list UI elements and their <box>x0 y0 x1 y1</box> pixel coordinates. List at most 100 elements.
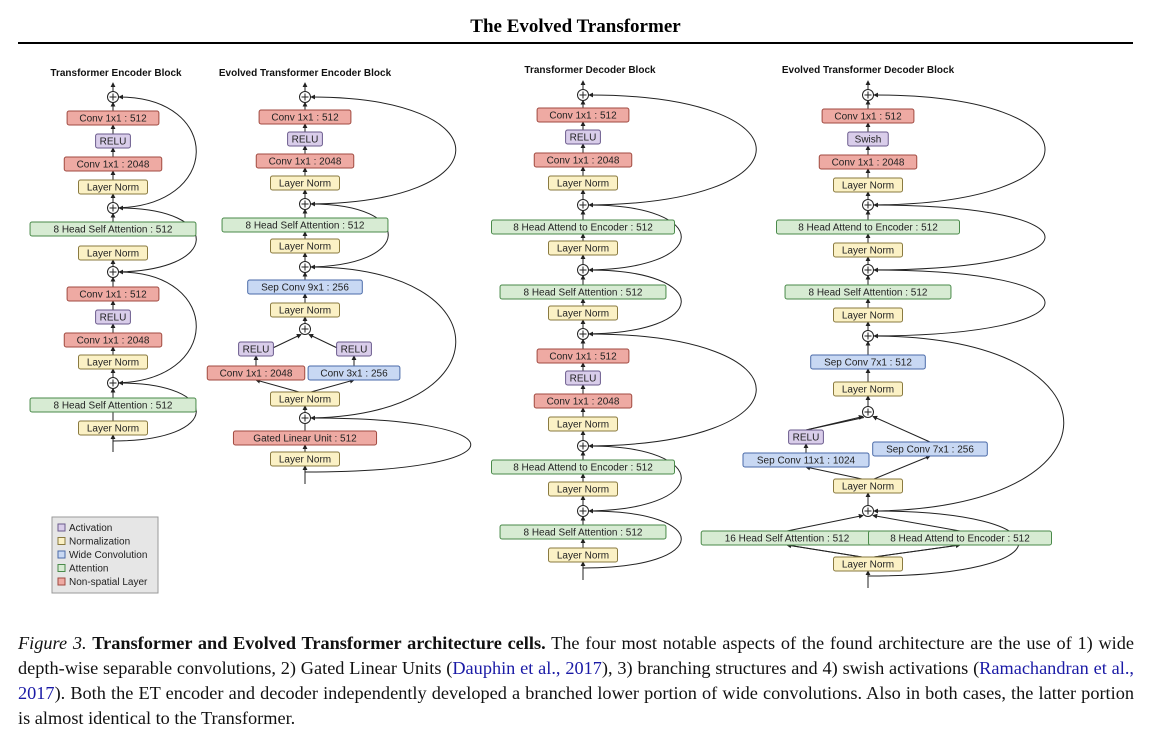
legend-item-activation: Activation <box>57 523 112 534</box>
node-label: Layer Norm <box>842 482 894 493</box>
add-junction-icon <box>862 199 874 211</box>
add-junction-icon <box>862 264 874 276</box>
node-1-3: Layer Norm <box>270 175 340 191</box>
legend-box <box>51 516 159 594</box>
node-label: Swish <box>855 135 882 146</box>
node-2-11: Layer Norm <box>548 416 618 432</box>
node-2-14: 8 Head Self Attention : 512 <box>499 524 667 540</box>
node-1-13: Gated Linear Unit : 512 <box>232 430 378 446</box>
legend-item-normalization: Normalization <box>57 537 130 548</box>
node-2-6: 8 Head Self Attention : 512 <box>499 284 667 300</box>
node-label: Layer Norm <box>557 551 609 562</box>
node-label: Layer Norm <box>279 242 331 253</box>
node-label: Layer Norm <box>557 179 609 190</box>
node-3-4: 8 Head Attend to Encoder : 512 <box>776 219 960 235</box>
node-label: Layer Norm <box>87 183 139 194</box>
node-2-12: 8 Head Attend to Encoder : 512 <box>491 459 675 475</box>
node-label: 8 Head Self Attention : 512 <box>246 221 365 232</box>
node-0-8: Conv 1x1 : 2048 <box>63 332 163 348</box>
node-label: Conv 3x1 : 256 <box>320 369 388 380</box>
block-title: Evolved Transformer Encoder Block <box>219 68 392 79</box>
legend-label: Attention <box>69 564 108 575</box>
node-label: Conv 1x1 : 2048 <box>77 336 150 347</box>
add-junction-icon <box>577 505 589 517</box>
legend-item-attention: Attention <box>57 564 108 575</box>
node-label: 8 Head Attend to Encoder : 512 <box>513 463 653 474</box>
legend-swatch <box>57 577 66 586</box>
node-2-3: Layer Norm <box>548 175 618 191</box>
node-label: Layer Norm <box>557 420 609 431</box>
node-label: 8 Head Self Attention : 512 <box>54 225 173 236</box>
node-1-9: RELU <box>336 341 372 357</box>
node-label: Sep Conv 11x1 : 1024 <box>757 456 856 467</box>
legend-swatch <box>57 523 66 532</box>
add-junction-icon <box>862 330 874 342</box>
node-1-6: Sep Conv 9x1 : 256 <box>247 279 363 295</box>
legend-item-wide_convolution: Wide Convolution <box>57 550 147 561</box>
node-1-4: 8 Head Self Attention : 512 <box>221 217 389 233</box>
node-label: RELU <box>243 345 270 356</box>
add-junction-icon <box>299 91 311 103</box>
node-0-5: Layer Norm <box>78 245 148 261</box>
node-label: Conv 1x1 : 512 <box>271 113 339 124</box>
node-3-7: Layer Norm <box>833 307 903 323</box>
node-3-9: Layer Norm <box>833 381 903 397</box>
node-label: Layer Norm <box>557 244 609 255</box>
add-junction-icon <box>299 261 311 273</box>
caption-text-1: The four most notable aspects of the fou… <box>18 633 1135 678</box>
node-label: RELU <box>100 137 127 148</box>
figure-caption: Figure 3. Transformer and Evolved Transf… <box>18 631 1134 731</box>
caption-title: Transformer and Evolved Transformer arch… <box>92 633 546 653</box>
add-junction-icon <box>862 505 874 517</box>
node-label: Layer Norm <box>557 485 609 496</box>
node-label: Conv 1x1 : 512 <box>834 112 902 123</box>
node-label: Conv 1x1 : 2048 <box>547 156 620 167</box>
node-2-15: Layer Norm <box>548 547 618 563</box>
node-2-4: 8 Head Attend to Encoder : 512 <box>491 219 675 235</box>
add-junction-icon <box>299 412 311 424</box>
add-junction-icon <box>107 91 119 103</box>
node-label: Sep Conv 7x1 : 256 <box>886 445 974 456</box>
node-label: RELU <box>292 135 319 146</box>
node-2-9: RELU <box>565 370 601 386</box>
legend-swatch <box>57 550 66 559</box>
node-1-5: Layer Norm <box>270 238 340 254</box>
node-2-5: Layer Norm <box>548 240 618 256</box>
node-label: Layer Norm <box>842 385 894 396</box>
node-label: Layer Norm <box>842 181 894 192</box>
add-junction-icon <box>107 202 119 214</box>
block-title: Transformer Encoder Block <box>50 68 182 79</box>
citation-dauphin-link[interactable]: Dauphin et al., 2017 <box>452 658 602 678</box>
node-0-7: RELU <box>95 309 131 325</box>
node-3-3: Layer Norm <box>833 177 903 193</box>
node-0-2: Conv 1x1 : 2048 <box>63 156 163 172</box>
node-label: Conv 1x1 : 2048 <box>220 369 293 380</box>
node-label: 8 Head Attend to Encoder : 512 <box>513 223 653 234</box>
node-label: Conv 1x1 : 512 <box>79 114 147 125</box>
node-1-7: Layer Norm <box>270 302 340 318</box>
header-rule <box>18 42 1133 44</box>
node-0-10: 8 Head Self Attention : 512 <box>29 397 197 413</box>
node-3-0: Conv 1x1 : 512 <box>821 108 915 124</box>
figure-header-title: The Evolved Transformer <box>470 16 681 37</box>
node-label: Gated Linear Unit : 512 <box>253 434 357 445</box>
node-label: Sep Conv 9x1 : 256 <box>261 283 349 294</box>
add-junction-icon <box>299 198 311 210</box>
node-3-14: 16 Head Self Attention : 512 <box>700 530 874 546</box>
node-2-1: RELU <box>565 129 601 145</box>
node-label: 8 Head Self Attention : 512 <box>524 288 643 299</box>
add-junction-icon <box>577 264 589 276</box>
node-1-2: Conv 1x1 : 2048 <box>255 153 355 169</box>
add-junction-icon <box>862 89 874 101</box>
node-label: 8 Head Self Attention : 512 <box>524 528 643 539</box>
node-2-10: Conv 1x1 : 2048 <box>533 393 633 409</box>
node-0-9: Layer Norm <box>78 354 148 370</box>
node-label: Conv 1x1 : 512 <box>549 352 617 363</box>
node-1-0: Conv 1x1 : 512 <box>258 109 352 125</box>
node-label: Conv 1x1 : 2048 <box>269 157 342 168</box>
legend-label: Wide Convolution <box>69 550 147 561</box>
citation-ramachandran-link[interactable]: Ramachandran et al., 2017 <box>18 658 1134 703</box>
node-1-14: Layer Norm <box>270 451 340 467</box>
node-0-4: 8 Head Self Attention : 512 <box>29 221 197 237</box>
